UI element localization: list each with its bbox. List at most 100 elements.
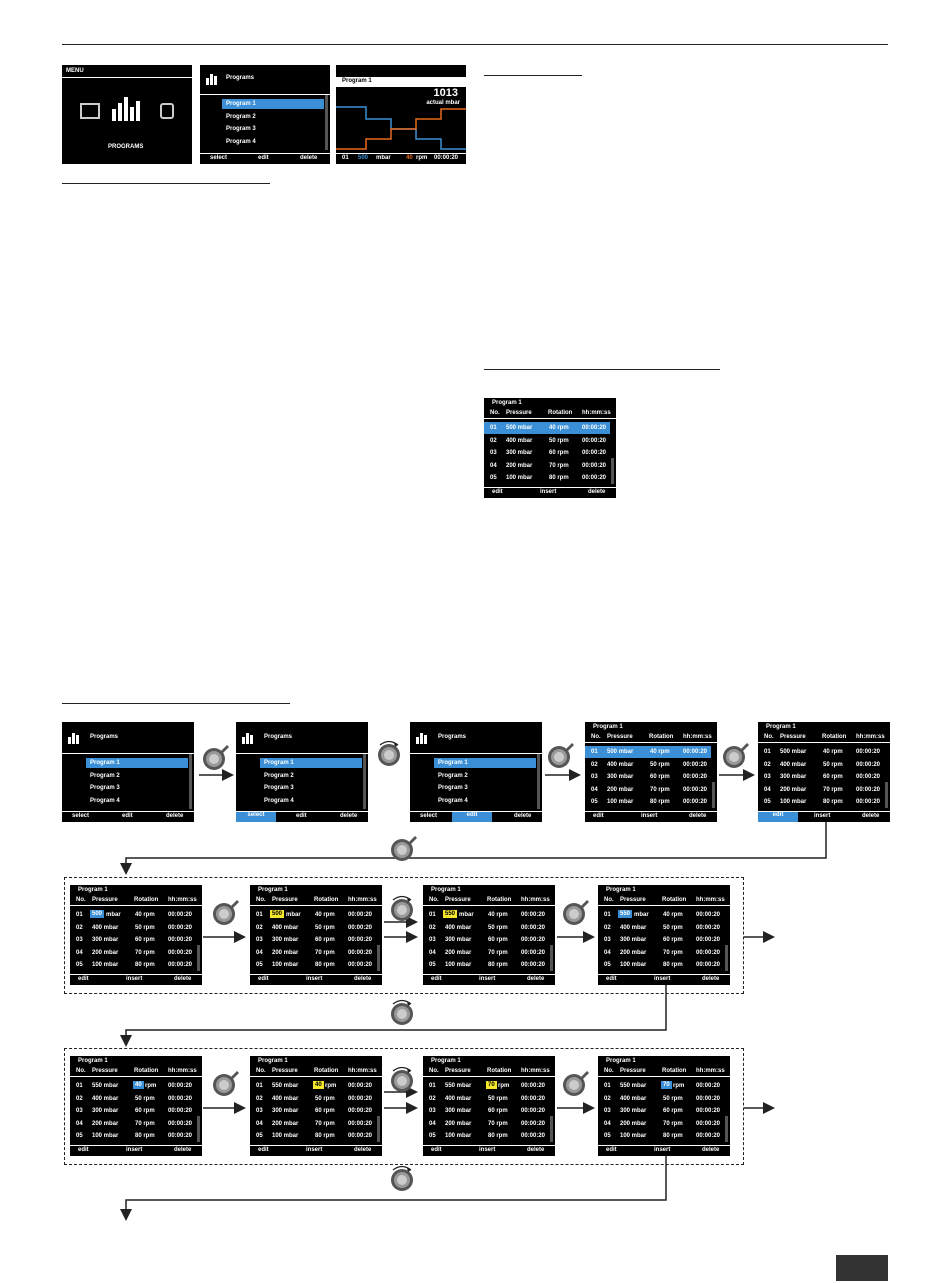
insert-button[interactable]: insert [654,1147,671,1153]
pressure-edit-field[interactable]: 500 [270,910,285,918]
insert-button[interactable]: insert [126,976,143,982]
select-button[interactable]: select [420,813,438,819]
insert-button[interactable]: insert [641,813,658,819]
program-item-3[interactable]: Program 3 [226,126,256,132]
edit-button[interactable]: edit [758,812,798,822]
insert-button[interactable]: insert [306,976,323,982]
edit-button[interactable]: edit [606,976,617,982]
rotation-edit-field[interactable]: 40 [313,1081,324,1089]
edit-button[interactable]: edit [258,976,269,982]
insert-button[interactable]: insert [479,976,496,982]
program-item[interactable]: Program 2 [86,771,186,781]
program-item-2[interactable]: Program 2 [226,114,256,120]
program-item[interactable]: Program 4 [260,796,360,806]
program-item[interactable]: Program 2 [260,771,360,781]
delete-button[interactable]: delete [166,813,184,819]
program-item[interactable]: Program 1 [86,758,188,768]
insert-button[interactable]: insert [814,813,831,819]
rotation-edit-field[interactable]: 70 [661,1081,672,1089]
edit-button[interactable]: edit [78,976,89,982]
delete-button[interactable]: delete [174,976,192,982]
insert-button[interactable]: insert [540,489,557,495]
program-item[interactable]: Program 3 [86,783,186,793]
edit-button[interactable]: edit [606,1147,617,1153]
delete-button[interactable]: delete [300,155,318,161]
program-item[interactable]: Program 1 [260,758,362,768]
pressure-edit-field[interactable]: 550 [618,910,633,918]
rotation-edit-field[interactable]: 40 [133,1081,144,1089]
edit-button[interactable]: edit [296,813,307,819]
program-item[interactable]: Program 2 [434,771,534,781]
program-item-4[interactable]: Program 4 [226,139,256,145]
program-item[interactable]: Program 3 [434,783,534,793]
edit-button[interactable]: edit [78,1147,89,1153]
pressure-edit-field[interactable]: 550 [443,910,458,918]
edit-button[interactable]: edit [431,976,442,982]
edit-button[interactable]: edit [431,1147,442,1153]
program-item-1[interactable]: Program 1 [222,99,324,109]
insert-button[interactable]: insert [479,1147,496,1153]
edit-button[interactable]: edit [492,489,503,495]
rotation-edit-field[interactable]: 70 [486,1081,497,1089]
delete-button[interactable]: delete [354,976,372,982]
edit-button[interactable]: edit [258,155,269,161]
insert-button[interactable]: insert [126,1147,143,1153]
delete-button[interactable]: delete [527,1147,545,1153]
delete-button[interactable]: delete [702,1147,720,1153]
delete-button[interactable]: delete [340,813,358,819]
edit-button[interactable]: edit [258,1147,269,1153]
pressure-edit-field[interactable]: 500 [90,910,105,918]
edit-button[interactable]: edit [593,813,604,819]
insert-button[interactable]: insert [306,1147,323,1153]
edit-button[interactable]: edit [122,813,133,819]
delete-button[interactable]: delete [354,1147,372,1153]
program-item[interactable]: Program 1 [434,758,536,768]
select-button[interactable]: select [236,812,276,822]
delete-button[interactable]: delete [527,976,545,982]
